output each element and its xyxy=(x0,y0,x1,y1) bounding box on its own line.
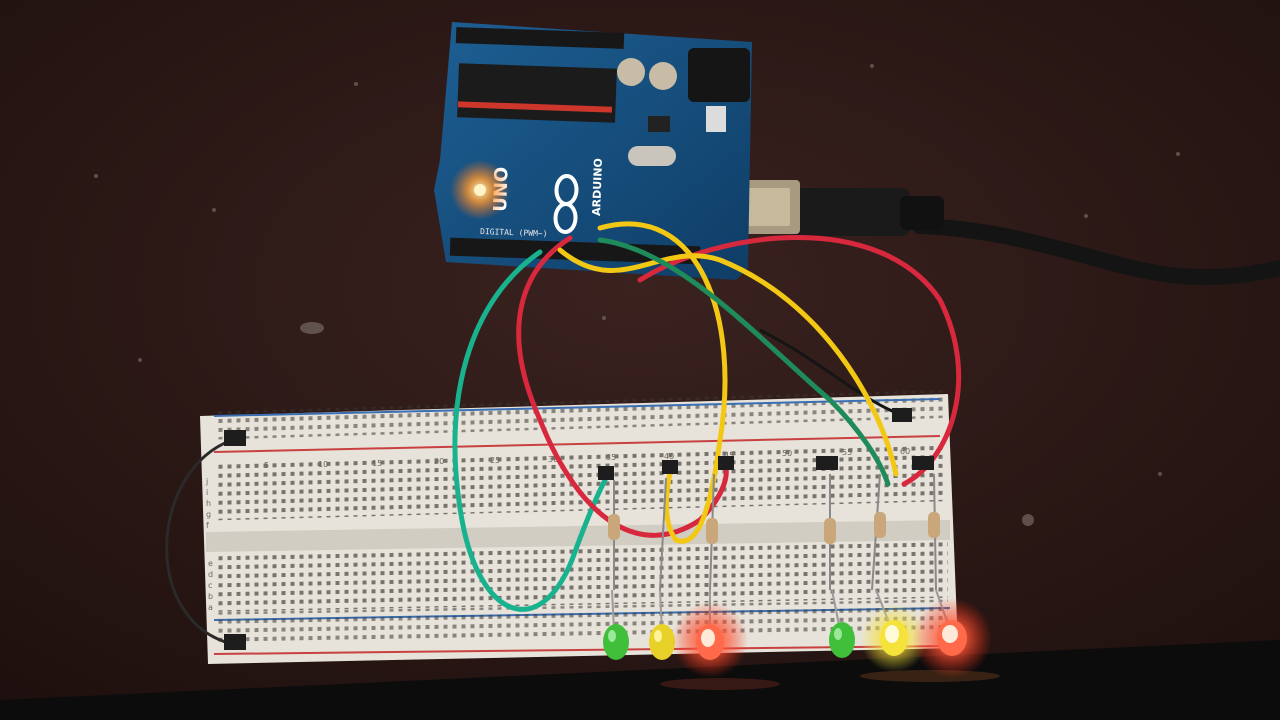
led-yellow-on xyxy=(860,604,928,672)
row-letter: h xyxy=(206,499,211,508)
column-number: 20 xyxy=(434,457,444,466)
column-number: 5 xyxy=(264,461,269,470)
breadboard-column-numbers: 5 10 15 20 25 30 35 40 45 50 55 60 xyxy=(264,447,910,470)
ground-loop-wire xyxy=(165,438,233,646)
pin-header-label: DIGITAL (PWM~) xyxy=(480,227,548,238)
led-reflection xyxy=(660,678,780,690)
led-green-off xyxy=(829,622,855,658)
column-number: 55 xyxy=(842,448,852,457)
row-letter: d xyxy=(208,570,213,579)
row-letter: a xyxy=(208,603,213,612)
breadboard-row-letters: j i h g f e d c b a xyxy=(205,477,213,612)
row-letter: b xyxy=(208,592,213,601)
row-letter: j xyxy=(205,477,208,486)
column-number: 10 xyxy=(318,460,328,469)
column-number: 40 xyxy=(664,452,674,461)
row-letter: f xyxy=(206,521,209,530)
led-row xyxy=(603,598,992,678)
board-brand-label: ARDUINO xyxy=(590,158,605,216)
led-reflection xyxy=(860,670,1000,682)
row-letter: c xyxy=(208,581,212,590)
arduino-logo xyxy=(553,174,579,234)
wire-headers xyxy=(598,456,934,480)
led-yellow-off xyxy=(649,624,675,660)
led-red-on xyxy=(672,602,748,678)
led-red-on xyxy=(912,598,992,678)
dust-specks xyxy=(94,64,1180,526)
black-jumper-wire xyxy=(759,328,905,418)
resistors xyxy=(608,473,940,591)
led-green-off xyxy=(603,624,629,660)
column-number: 30 xyxy=(548,455,558,464)
column-number: 45 xyxy=(724,451,734,460)
column-number: 50 xyxy=(782,449,792,458)
arduino-board: UNO ARDUINO DIGITAL (PWM~) xyxy=(434,22,752,280)
breadboard: 5 10 15 20 25 30 35 40 45 50 55 60 j i h… xyxy=(200,389,958,664)
jumper-wires xyxy=(452,221,962,612)
column-number: 15 xyxy=(372,459,382,468)
row-letter: e xyxy=(208,559,213,568)
column-number: 60 xyxy=(900,447,910,456)
column-number: 25 xyxy=(490,456,500,465)
row-letter: g xyxy=(206,510,211,519)
row-letter: i xyxy=(206,488,208,497)
column-number: 35 xyxy=(606,453,616,462)
